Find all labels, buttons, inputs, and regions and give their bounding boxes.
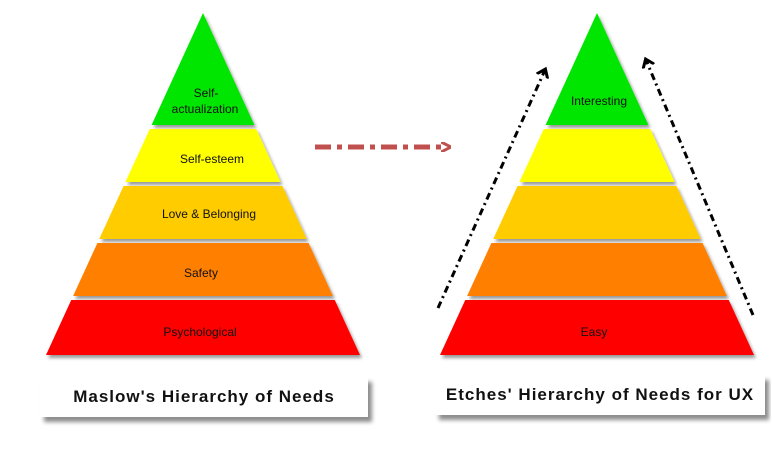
etches-level-easy: Easy: [581, 325, 608, 339]
etches-layer-yellow: [519, 129, 675, 182]
left-upward-arrow: [436, 70, 545, 309]
maslow-level-self-actualization-line1: Self-: [194, 86, 219, 100]
maslow-layer-red: [46, 300, 360, 355]
etches-layer-orange: [467, 243, 727, 296]
etches-layer-red: [440, 300, 754, 355]
etches-caption: Etches' Hierarchy of Needs for UX: [435, 375, 765, 415]
maslow-layer-light-orange: [99, 186, 307, 239]
right-upward-arrow: [646, 60, 755, 316]
etches-pyramid: [440, 13, 754, 355]
maslow-layer-orange: [73, 243, 333, 296]
maslow-pyramid: [46, 13, 360, 355]
maslow-level-safety: Safety: [184, 266, 218, 280]
etches-layer-light-orange: [493, 186, 701, 239]
maslow-layer-green: [151, 13, 255, 125]
maslow-level-psychological: Psychological: [163, 325, 236, 339]
maslow-layer-yellow: [125, 129, 281, 182]
etches-layer-green: [545, 13, 649, 125]
maslow-level-self-esteem: Self-esteem: [180, 152, 244, 166]
etches-level-interesting: Interesting: [571, 94, 627, 108]
maslow-level-self-actualization-line2: actualization: [172, 102, 239, 116]
maslow-caption: Maslow's Hierarchy of Needs: [40, 377, 368, 417]
maslow-level-love-belonging: Love & Belonging: [162, 207, 256, 221]
